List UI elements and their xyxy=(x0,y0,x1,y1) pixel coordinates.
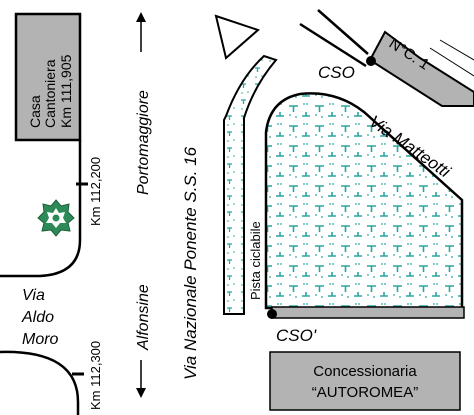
cso-prime-label: CSO' xyxy=(276,326,317,345)
arrow-icon: Portomaggiore Alfonsine xyxy=(135,12,152,398)
alfonsine-label: Alfonsine xyxy=(135,284,152,351)
casa-cantoniera-building: Casa Cantoniera Km 111,905 xyxy=(14,12,82,142)
green-strip xyxy=(223,54,278,315)
via-nazionale-label: Via Nazionale Ponente S.S. 16 xyxy=(181,146,200,380)
via-aldo-moro-line3: Moro xyxy=(22,331,59,348)
concessionaria-building: Concessionaria “AUTOROMEA” xyxy=(269,351,461,411)
road-edge-left-top: Km 112,200 xyxy=(0,140,103,278)
casa-label-line1: Casa xyxy=(27,95,43,128)
traffic-island xyxy=(214,14,260,60)
concessionaria-line2: “AUTOROMEA” xyxy=(312,384,418,401)
concessionaria-line1: Concessionaria xyxy=(313,363,417,380)
road-edge-left-bottom: Km 112,300 xyxy=(0,341,103,415)
casa-label-line3: Km 111,905 xyxy=(58,54,74,128)
km-112-300-label: Km 112,300 xyxy=(88,341,103,410)
km-112-200-label: Km 112,200 xyxy=(88,157,103,226)
via-aldo-moro-line1: Via xyxy=(22,287,45,304)
parcel-boundary xyxy=(271,306,465,319)
portomaggiore-label: Portomaggiore xyxy=(135,90,152,195)
tree-icon xyxy=(37,199,75,237)
main-parcel xyxy=(264,92,464,310)
point-marker-cso-prime xyxy=(267,309,277,319)
nc1-building: N°C. 1 xyxy=(368,30,474,107)
casa-label-line2: Cantoniera xyxy=(42,59,58,128)
pista-ciclabile-label: Pista ciclabile xyxy=(248,221,263,300)
cso-label: CSO xyxy=(318,63,355,82)
point-marker-cso xyxy=(366,56,376,66)
via-aldo-moro-line2: Aldo xyxy=(21,309,54,326)
